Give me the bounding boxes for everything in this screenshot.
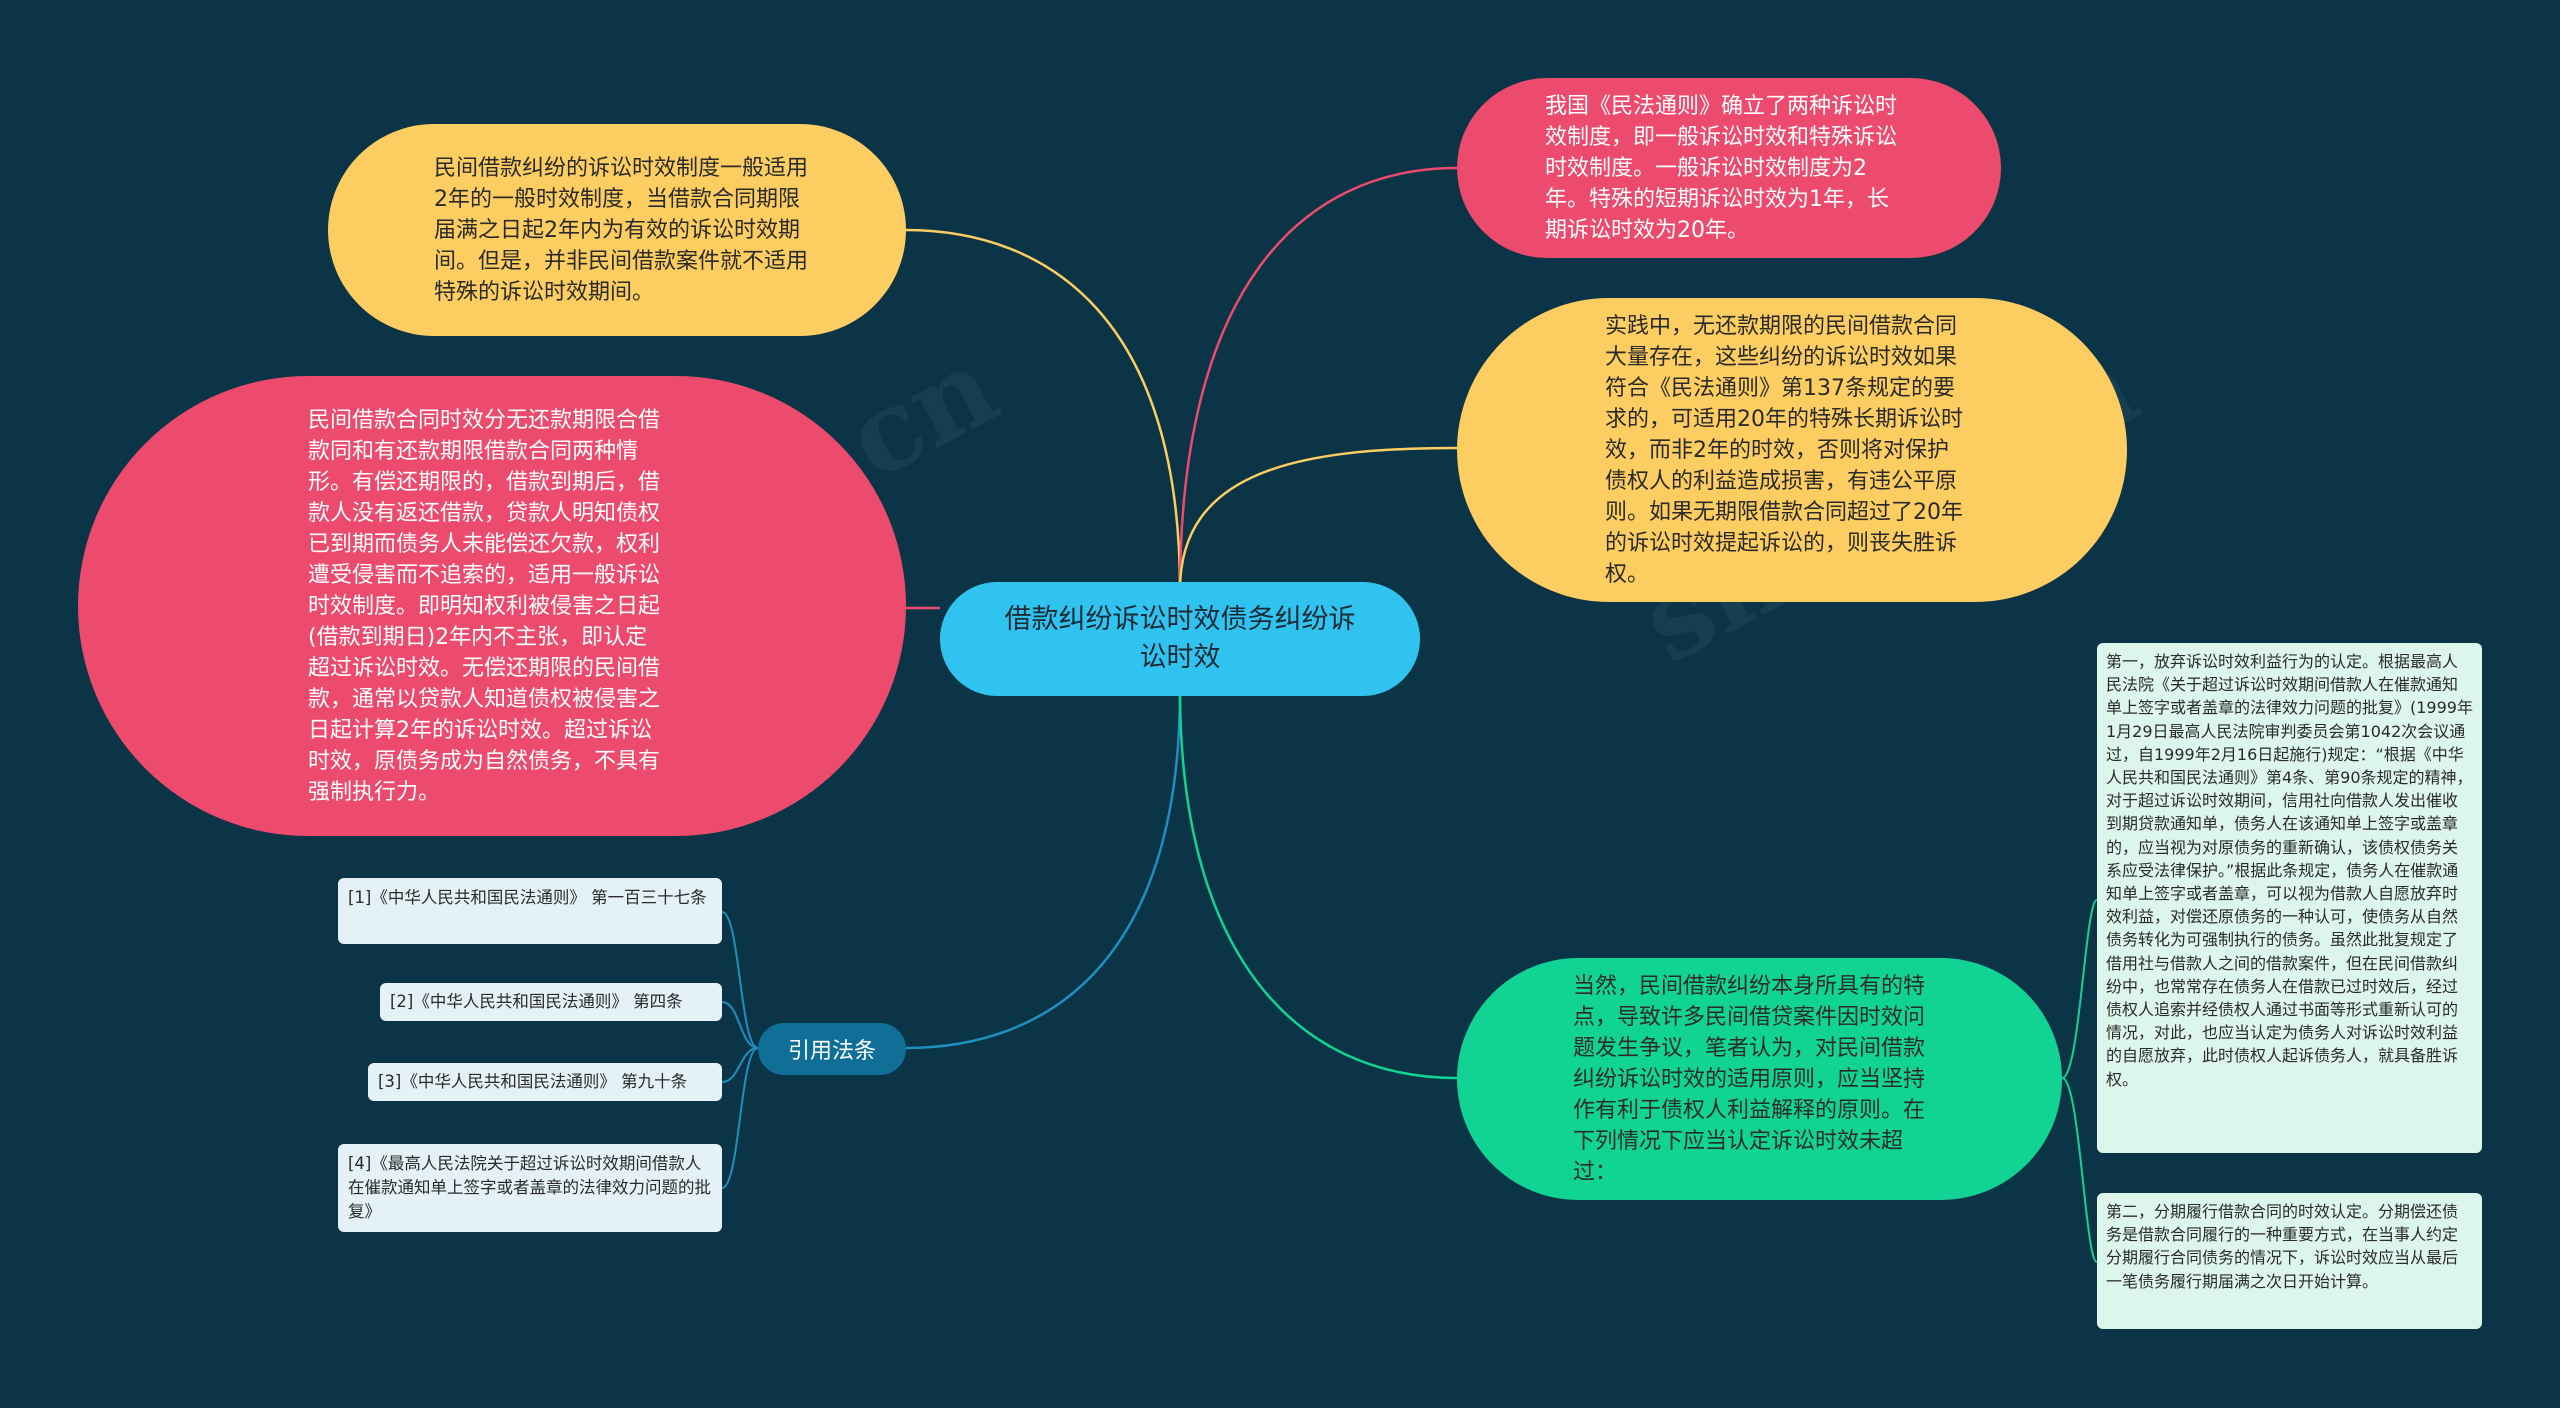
left-pink-text: 民间借款合同时效分无还款期限合借款同和有还款期限借款合同两种情形。有偿还期限的，…	[308, 407, 661, 805]
center-node[interactable]: 借款纠纷诉讼时效债务纠纷诉讼时效	[940, 582, 1420, 696]
link-center-to-green	[1178, 689, 1458, 1080]
citation-item-text: [3]《中华人民共和国民法通则》 第九十条	[378, 1072, 688, 1091]
left-yellow-node[interactable]: 民间借款纠纷的诉讼时效制度一般适用2年的一般时效制度，当借款合同期限届满之日起2…	[328, 124, 906, 336]
right-sub-text-1: 第一，放弃诉讼时效利益行为的认定。根据最高人民法院《关于超过诉讼时效期间借款人在…	[2106, 652, 2473, 1089]
citation-node[interactable]: 引用法条	[758, 1023, 906, 1075]
right-yellow-node[interactable]: 实践中，无还款期限的民间借款合同大量存在，这些纠纷的诉讼时效如果符合《民法通则》…	[1457, 298, 2127, 602]
link-citation-to-item2	[721, 1001, 759, 1049]
link-center-to-yellow-top	[904, 228, 1182, 591]
right-pink-text: 我国《民法通则》确立了两种诉讼时效制度，即一般诉讼时效和特殊诉讼时效制度。一般诉…	[1545, 93, 1898, 243]
link-center-to-yellow-mid	[1178, 446, 1458, 591]
right-sub-node-1[interactable]: 第一，放弃诉讼时效利益行为的认定。根据最高人民法院《关于超过诉讼时效期间借款人在…	[2097, 643, 2482, 1153]
link-green-to-sub2	[2061, 1077, 2098, 1263]
left-pink-node[interactable]: 民间借款合同时效分无还款期限合借款同和有还款期限借款合同两种情形。有偿还期限的，…	[78, 376, 906, 836]
citation-item[interactable]: [2]《中华人民共和国民法通则》 第四条	[380, 983, 722, 1021]
right-pink-node[interactable]: 我国《民法通则》确立了两种诉讼时效制度，即一般诉讼时效和特殊诉讼时效制度。一般诉…	[1457, 78, 2001, 258]
link-citation-to-item3	[721, 1047, 759, 1083]
citation-label: 引用法条	[787, 1039, 876, 1064]
right-sub-text-2: 第二，分期履行借款合同的时效认定。分期偿还债务是借款合同履行的一种重要方式，在当…	[2106, 1202, 2459, 1291]
link-center-to-citation	[904, 689, 1182, 1050]
citation-item[interactable]: [1]《中华人民共和国民法通则》 第一百三十七条	[338, 878, 722, 944]
citation-item[interactable]: [3]《中华人民共和国民法通则》 第九十条	[368, 1063, 722, 1101]
citation-item[interactable]: [4]《最高人民法院关于超过诉讼时效期间借款人在催款通知单上签字或者盖章的法律效…	[338, 1144, 722, 1232]
right-yellow-text: 实践中，无还款期限的民间借款合同大量存在，这些纠纷的诉讼时效如果符合《民法通则》…	[1605, 313, 1963, 587]
citation-item-text: [1]《中华人民共和国民法通则》 第一百三十七条	[348, 888, 707, 907]
left-yellow-text: 民间借款纠纷的诉讼时效制度一般适用2年的一般时效制度，当借款合同期限届满之日起2…	[434, 155, 809, 305]
link-citation-to-item1	[721, 911, 759, 1049]
right-green-node[interactable]: 当然，民间借款纠纷本身所具有的特点，导致许多民间借贷案件因时效问题发生争议，笔者…	[1457, 958, 2062, 1200]
citation-item-text: [4]《最高人民法院关于超过诉讼时效期间借款人在催款通知单上签字或者盖章的法律效…	[348, 1154, 711, 1221]
link-center-to-pink-top	[1178, 166, 1458, 591]
link-citation-to-item4	[721, 1047, 759, 1189]
right-sub-node-2[interactable]: 第二，分期履行借款合同的时效认定。分期偿还债务是借款合同履行的一种重要方式，在当…	[2097, 1193, 2482, 1329]
citation-item-text: [2]《中华人民共和国民法通则》 第四条	[390, 992, 683, 1011]
link-green-to-sub1	[2061, 899, 2098, 1079]
right-green-text: 当然，民间借款纠纷本身所具有的特点，导致许多民间借贷案件因时效问题发生争议，笔者…	[1573, 973, 1926, 1185]
center-title: 借款纠纷诉讼时效债务纠纷诉讼时效	[1004, 604, 1356, 673]
